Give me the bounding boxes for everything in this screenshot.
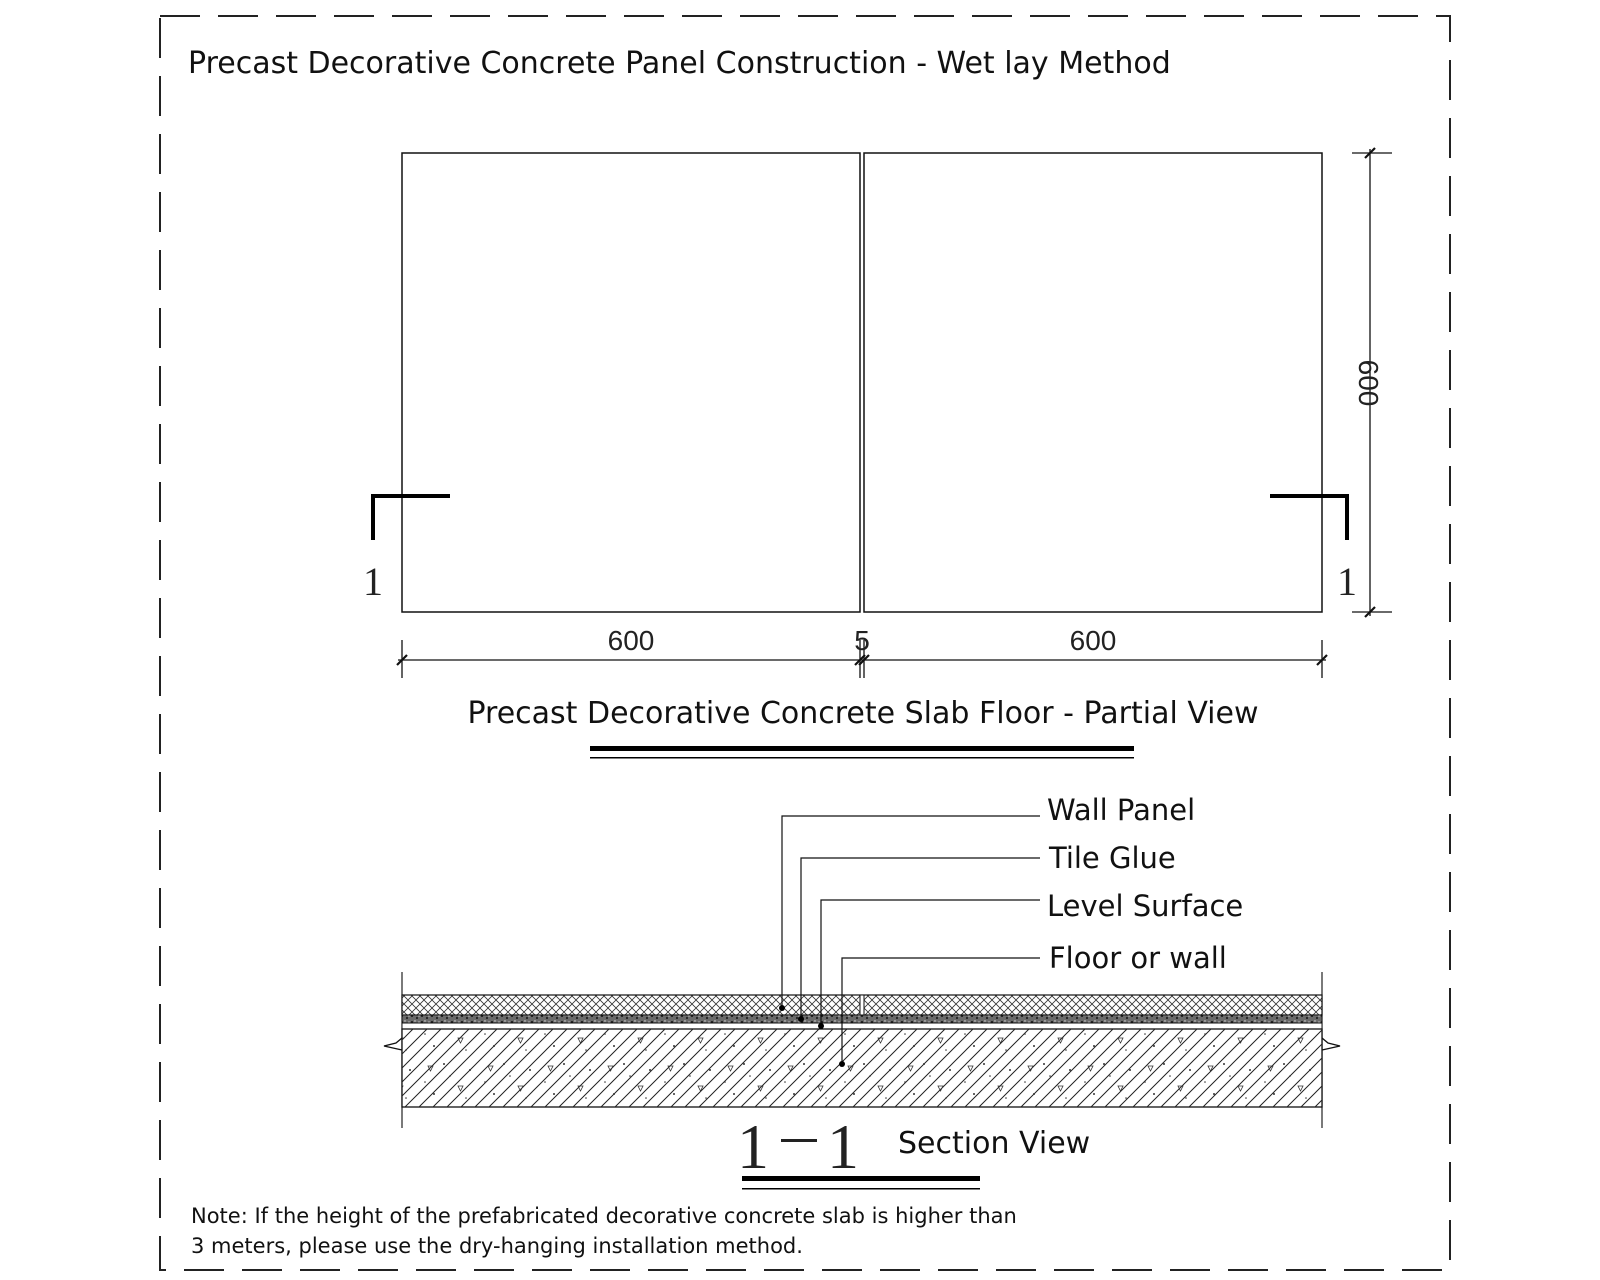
layer-tile-glue [401, 1014, 1323, 1024]
drawing-title: Precast Decorative Concrete Panel Constr… [188, 46, 1171, 81]
section-caption-underline-thick [742, 1176, 980, 1181]
horizontal-dimension [396, 640, 1328, 678]
section-cut-number-right: 1 [1337, 559, 1357, 604]
dim-right-panel-width: 600 [1070, 625, 1117, 656]
note-line-2: 3 meters, please use the dry-hanging ins… [191, 1234, 803, 1258]
sheet-border [159, 15, 1451, 1271]
section-cut-marker-right [1270, 494, 1349, 540]
layer-level-surface [401, 1022, 1323, 1030]
section-cut-number-left: 1 [363, 559, 383, 604]
label-floor-or-wall: Floor or wall [1049, 941, 1227, 975]
note-line-1: Note: If the height of the prefabricated… [191, 1204, 1017, 1228]
plan-caption-underline-thin [590, 757, 1134, 759]
section-caption: Section View [898, 1126, 1090, 1161]
break-line-left [383, 1037, 403, 1051]
label-tile-glue: Tile Glue [1048, 841, 1176, 875]
panel-left [401, 152, 861, 613]
break-line-right [1321, 1037, 1341, 1051]
dim-left-panel-width: 600 [608, 625, 655, 656]
section-mark-dash [781, 1139, 817, 1142]
plan-caption: Precast Decorative Concrete Slab Floor -… [467, 696, 1258, 731]
panel-joint [859, 994, 865, 1018]
section-mark-end: 1 [827, 1111, 859, 1182]
dim-panel-height: 600 [1353, 360, 1384, 407]
vertical-dimension [1352, 147, 1392, 618]
plan-view: 1 1 600 5 600 600 Precast Decorativ [363, 147, 1392, 759]
section-view: Wall Panel Tile Glue Level Surface Floor… [383, 793, 1341, 1190]
label-wall-panel: Wall Panel [1047, 793, 1195, 827]
section-cut-marker-left [371, 494, 450, 540]
section-mark-start: 1 [737, 1111, 769, 1182]
section-caption-underline-thin [742, 1188, 980, 1190]
dim-joint-width: 5 [854, 625, 870, 656]
leader-lines [781, 815, 1040, 1064]
label-level-surface: Level Surface [1047, 889, 1243, 923]
plan-caption-underline-thick [590, 746, 1134, 751]
panel-right [863, 152, 1323, 613]
